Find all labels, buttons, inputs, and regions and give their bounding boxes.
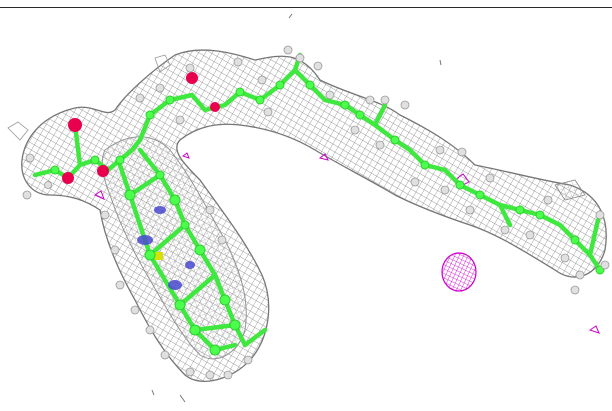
oxygen-atoms xyxy=(62,72,220,184)
frame-top-line xyxy=(0,7,612,8)
carbon-atoms xyxy=(50,80,605,356)
nitrogen-atoms xyxy=(137,206,195,290)
hydrogen-atoms xyxy=(22,45,610,380)
magnesium-atom xyxy=(155,252,163,260)
stray-marks xyxy=(151,13,442,403)
electron-density-mesh xyxy=(7,49,607,382)
